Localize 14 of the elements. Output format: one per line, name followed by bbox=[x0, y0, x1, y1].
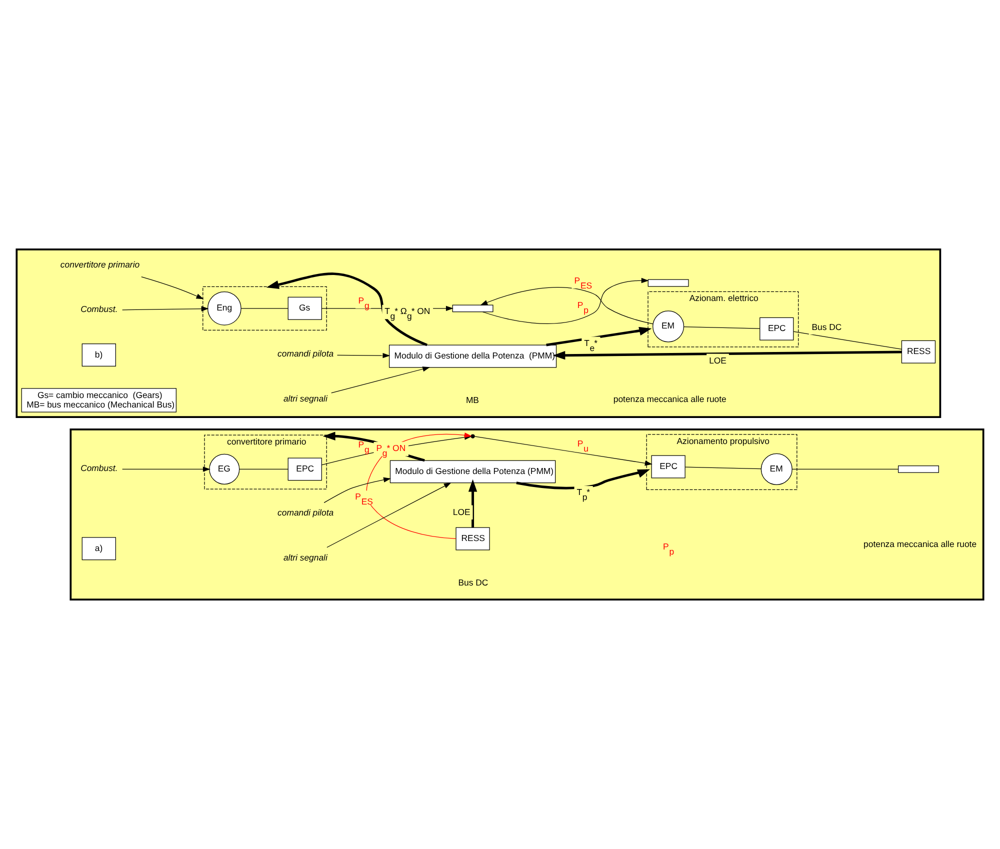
label: MB bbox=[466, 395, 479, 406]
node-text: altri segnali bbox=[283, 552, 328, 562]
label: potenza meccanica alle ruote bbox=[864, 539, 977, 550]
node-text: altri segnali bbox=[283, 393, 328, 404]
edge-label: LOE bbox=[452, 506, 470, 517]
node-text: convertitore primario bbox=[60, 259, 140, 270]
edge-label: LOE bbox=[709, 355, 726, 366]
node-text: comandi pilota bbox=[278, 508, 334, 518]
node-text: comandi pilota bbox=[278, 348, 334, 359]
edge-label: Bus DC bbox=[812, 322, 842, 332]
label: Bus DC bbox=[458, 578, 488, 588]
label: potenza meccanica alle ruote bbox=[613, 394, 726, 404]
node-text: Combust. bbox=[80, 462, 118, 473]
node-text: Combust. bbox=[80, 304, 118, 314]
